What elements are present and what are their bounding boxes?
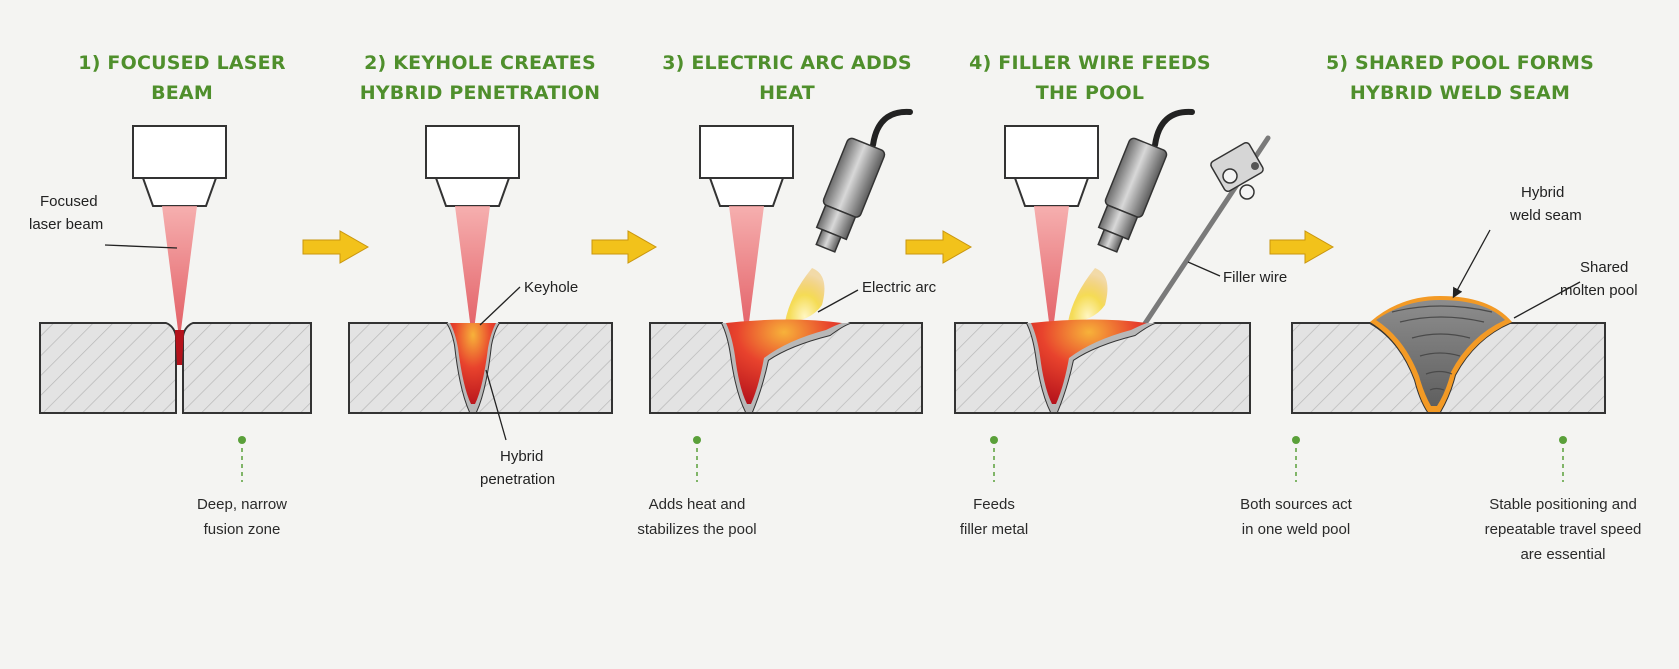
step-4-filler-wire-feeder — [1139, 135, 1271, 331]
step-2-workpiece — [348, 322, 613, 414]
step-4-caption-line-2: filler metal — [959, 521, 1029, 538]
step-2-penetration-leader — [485, 369, 507, 441]
step-3-caption: Adds heat and stabilizes the pool — [582, 492, 812, 542]
step-3-arc-label: Electric arc — [862, 279, 937, 296]
step-4-wire-label: Filler wire — [1223, 269, 1287, 286]
step-2-title-line-1: 2) KEYHOLE CREATES — [364, 52, 596, 74]
step-3-electric-arc — [785, 268, 825, 322]
step-5-caption-right-line-2: repeatable travel speed — [1484, 521, 1642, 538]
step-1-title-line-2: BEAM — [151, 82, 213, 104]
step-5-title-line-2: HYBRID WELD SEAM — [1349, 82, 1571, 104]
step-2-keyhole-leader — [479, 286, 521, 326]
step-4-caption: Feeds filler metal — [879, 492, 1109, 542]
step-1-title-line-1: 1) FOCUSED LASER — [78, 52, 286, 74]
step-5-pool-leader — [1513, 281, 1581, 319]
step-4-arc-torch — [1097, 108, 1195, 253]
step-5-caption-left: Both sources act in one weld pool — [1181, 492, 1411, 542]
step-5-caption-left-line-1: Both sources act — [1240, 496, 1352, 513]
step-5-pool-label-line-1: Shared — [1580, 259, 1628, 276]
step-4-laser-head — [1004, 125, 1099, 207]
step-5-seam-leader — [1452, 229, 1491, 299]
step-2-penetration-label-line-1: Hybrid — [500, 448, 543, 465]
step-3-caption-line-1: Adds heat and — [648, 496, 746, 513]
step-2-keyhole-label: Keyhole — [524, 279, 578, 296]
arrow-4-to-5 — [1269, 230, 1335, 264]
step-1-laser-head — [132, 125, 227, 207]
step-1-title: 1) FOCUSED LASER BEAM — [32, 48, 332, 108]
step-5-title: 5) SHARED POOL FORMS HYBRID WELD SEAM — [1310, 48, 1610, 108]
step-1-laser-beam — [162, 206, 197, 330]
step-5-pool-label-line-2: molten pool — [1560, 282, 1638, 299]
step-2-title: 2) KEYHOLE CREATES HYBRID PENETRATION — [330, 48, 630, 108]
step-4-caption-line-1: Feeds — [973, 496, 1015, 513]
step-1-workpiece — [39, 322, 312, 414]
step-5-caption-right-line-1: Stable positioning and — [1489, 496, 1637, 513]
step-3-title-line-1: 3) ELECTRIC ARC ADDS — [662, 52, 912, 74]
step-3-laser-head — [699, 125, 794, 207]
step-4-title-line-2: THE POOL — [1035, 82, 1145, 104]
step-2-laser-beam — [455, 206, 490, 330]
step-1-caption-line-1: Deep, narrow — [196, 496, 288, 513]
step-4-wire-leader — [1187, 261, 1221, 277]
step-1-label-line-2: laser beam — [29, 216, 103, 233]
arrow-1-to-2 — [302, 230, 370, 264]
step-4-title: 4) FILLER WIRE FEEDS THE POOL — [940, 48, 1240, 108]
step-1-dot-marker — [238, 436, 246, 444]
step-5-title-line-1: 5) SHARED POOL FORMS — [1325, 52, 1595, 74]
arrow-2-to-3 — [591, 230, 658, 264]
step-2-penetration-label-line-2: penetration — [480, 471, 555, 488]
step-3-caption-line-2: stabilizes the pool — [637, 521, 757, 538]
step-5-weld-seam — [1370, 296, 1512, 412]
step-3-arc-leader — [817, 289, 859, 313]
step-5-seam-label-line-2: weld seam — [1509, 207, 1582, 224]
step-3-title: 3) ELECTRIC ARC ADDS HEAT — [637, 48, 937, 108]
step-5-caption-left-line-2: in one weld pool — [1241, 521, 1351, 538]
step-4-laser-beam — [1034, 206, 1069, 330]
step-2-laser-head — [425, 125, 520, 207]
step-5-left-dot-marker — [1292, 436, 1300, 444]
step-4-workpiece — [954, 319, 1251, 414]
step-1-caption-line-2: fusion zone — [203, 521, 281, 538]
step-5-caption-right: Stable positioning and repeatable travel… — [1448, 492, 1678, 567]
step-3-workpiece — [649, 319, 923, 414]
step-3-title-line-2: HEAT — [759, 82, 815, 104]
step-1-label-leader — [104, 244, 178, 249]
arrow-3-to-4 — [905, 230, 973, 264]
step-1-caption: Deep, narrow fusion zone — [127, 492, 357, 542]
step-4-title-line-1: 4) FILLER WIRE FEEDS — [969, 52, 1211, 74]
step-4-dot-marker — [990, 436, 998, 444]
step-3-dot-marker — [693, 436, 701, 444]
step-3-laser-beam — [729, 206, 764, 330]
step-5-seam-label-line-1: Hybrid — [1521, 184, 1564, 201]
step-2-title-line-2: HYBRID PENETRATION — [359, 82, 601, 104]
step-4-electric-arc — [1068, 268, 1108, 322]
step-5-caption-right-line-3: are essential — [1520, 546, 1606, 563]
step-5-right-dot-marker — [1559, 436, 1567, 444]
step-3-arc-torch — [815, 108, 913, 253]
step-1-label-line-1: Focused — [40, 193, 98, 210]
